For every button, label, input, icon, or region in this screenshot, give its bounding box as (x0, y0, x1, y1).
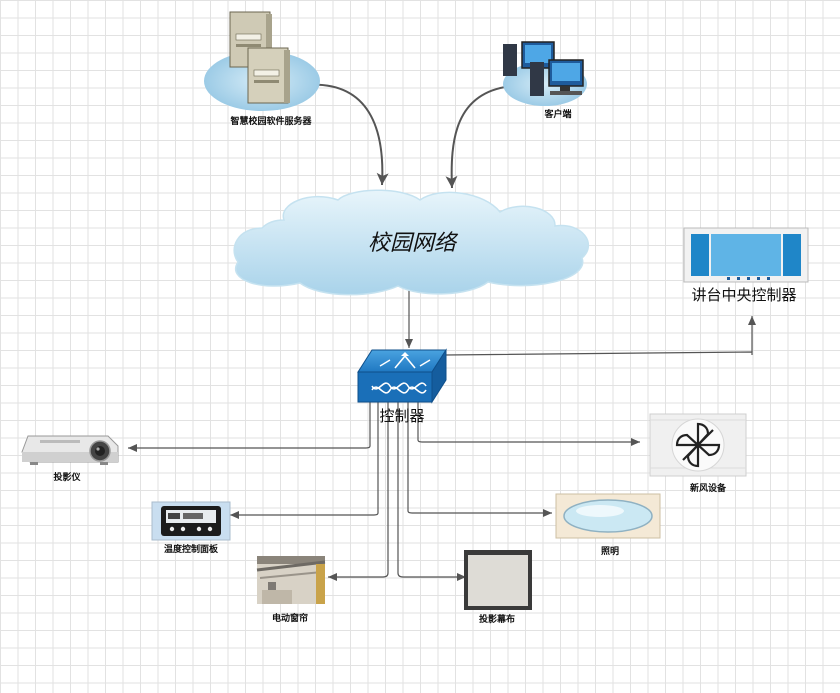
temp-panel-label: 温度控制面板 (164, 543, 219, 555)
podium-label: 讲台中央控制器 (691, 286, 796, 304)
client-to-network-link (445, 85, 513, 189)
server-label: 智慧校园软件服务器 (230, 115, 312, 127)
ceiling-light-icon (555, 493, 661, 539)
desktop-computer-icon (503, 41, 587, 106)
controller-node[interactable]: 控制器 (357, 348, 447, 425)
projector-icon (21, 435, 119, 465)
switch-icon (357, 348, 447, 404)
ventilation-node[interactable]: 新风设备 (649, 413, 747, 494)
ventilation-label: 新风设备 (690, 482, 727, 494)
controller-to-curtain-link (328, 402, 389, 581)
thermostat-icon (151, 501, 231, 541)
podium-node[interactable]: 讲台中央控制器 (683, 227, 809, 304)
controller-to-ventilation-link (417, 402, 640, 446)
cloud-icon (233, 189, 589, 296)
controller-to-temp-panel-link (230, 402, 379, 519)
controller-label: 控制器 (379, 407, 424, 425)
controller-to-screen-link (397, 402, 466, 581)
temp-panel-node[interactable]: 温度控制面板 (151, 501, 231, 555)
server-to-network-link (304, 83, 389, 186)
client-node[interactable]: 客户端 (503, 41, 587, 120)
curtain-label: 电动窗帘 (272, 612, 308, 624)
fan-icon (649, 413, 747, 477)
projector-label: 投影仪 (53, 471, 81, 483)
projection-screen-icon (464, 550, 532, 610)
curtain-icon (256, 556, 326, 604)
projector-node[interactable]: 投影仪 (21, 435, 119, 483)
curtain-node[interactable]: 电动窗帘 (256, 556, 326, 624)
screen-node[interactable]: 投影幕布 (464, 550, 532, 625)
server-node[interactable]: 智慧校园软件服务器 (204, 11, 320, 127)
client-label: 客户端 (543, 108, 571, 120)
server-icon (204, 11, 320, 111)
network-label: 校园网络 (368, 231, 459, 256)
controller-to-podium-link (444, 351, 753, 356)
controller-to-projector-link (128, 402, 371, 452)
connectors (128, 83, 756, 581)
control-panel-icon (683, 227, 809, 283)
screen-label: 投影幕布 (479, 613, 515, 625)
network-node[interactable]: 校园网络 (233, 189, 589, 296)
lighting-label: 照明 (601, 546, 619, 557)
lighting-node[interactable]: 照明 (555, 493, 661, 557)
controller-to-lighting-link (407, 402, 552, 517)
